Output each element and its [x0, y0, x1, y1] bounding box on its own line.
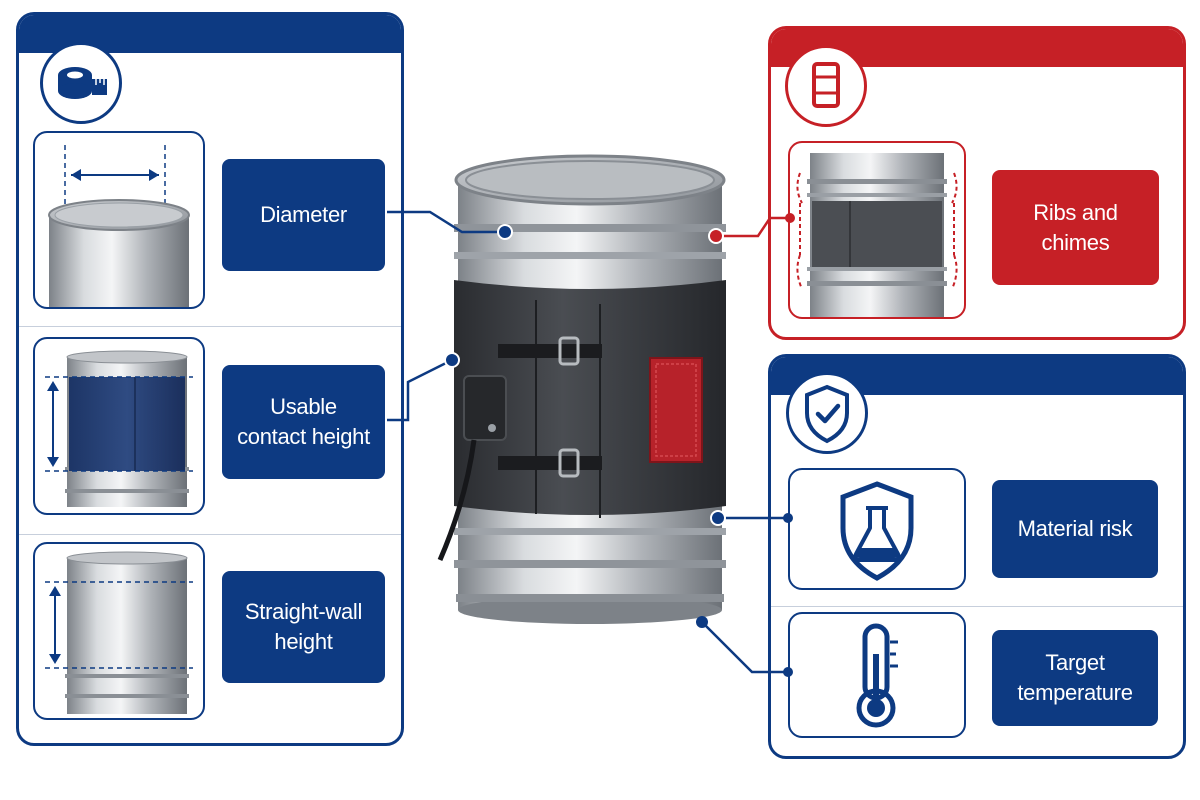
- target-temperature-thumbnail: [788, 612, 966, 738]
- usable-contact-height-thumbnail: [33, 337, 205, 515]
- ribs-and-chimes-label: Ribs and chimes: [992, 170, 1159, 285]
- material-risk-label: Material risk: [992, 480, 1158, 578]
- ribs-and-chimes-thumbnail: [788, 141, 966, 319]
- straight-wall-height-thumbnail: [33, 542, 205, 720]
- shield-check-icon: [786, 372, 868, 454]
- straight-wall-height-label: Straight-wall height: [222, 571, 385, 683]
- heated-drum-illustration: [410, 140, 770, 630]
- usable-contact-height-label: Usable contact height: [222, 365, 385, 479]
- divider: [19, 326, 401, 327]
- material-risk-thumbnail: [788, 468, 966, 590]
- divider: [771, 606, 1183, 607]
- tape-measure-icon: [40, 42, 122, 124]
- diameter-thumbnail: [33, 131, 205, 309]
- divider: [19, 534, 401, 535]
- diameter-label: Diameter: [222, 159, 385, 271]
- drum-icon: [785, 45, 867, 127]
- target-temperature-label: Target temperature: [992, 630, 1158, 726]
